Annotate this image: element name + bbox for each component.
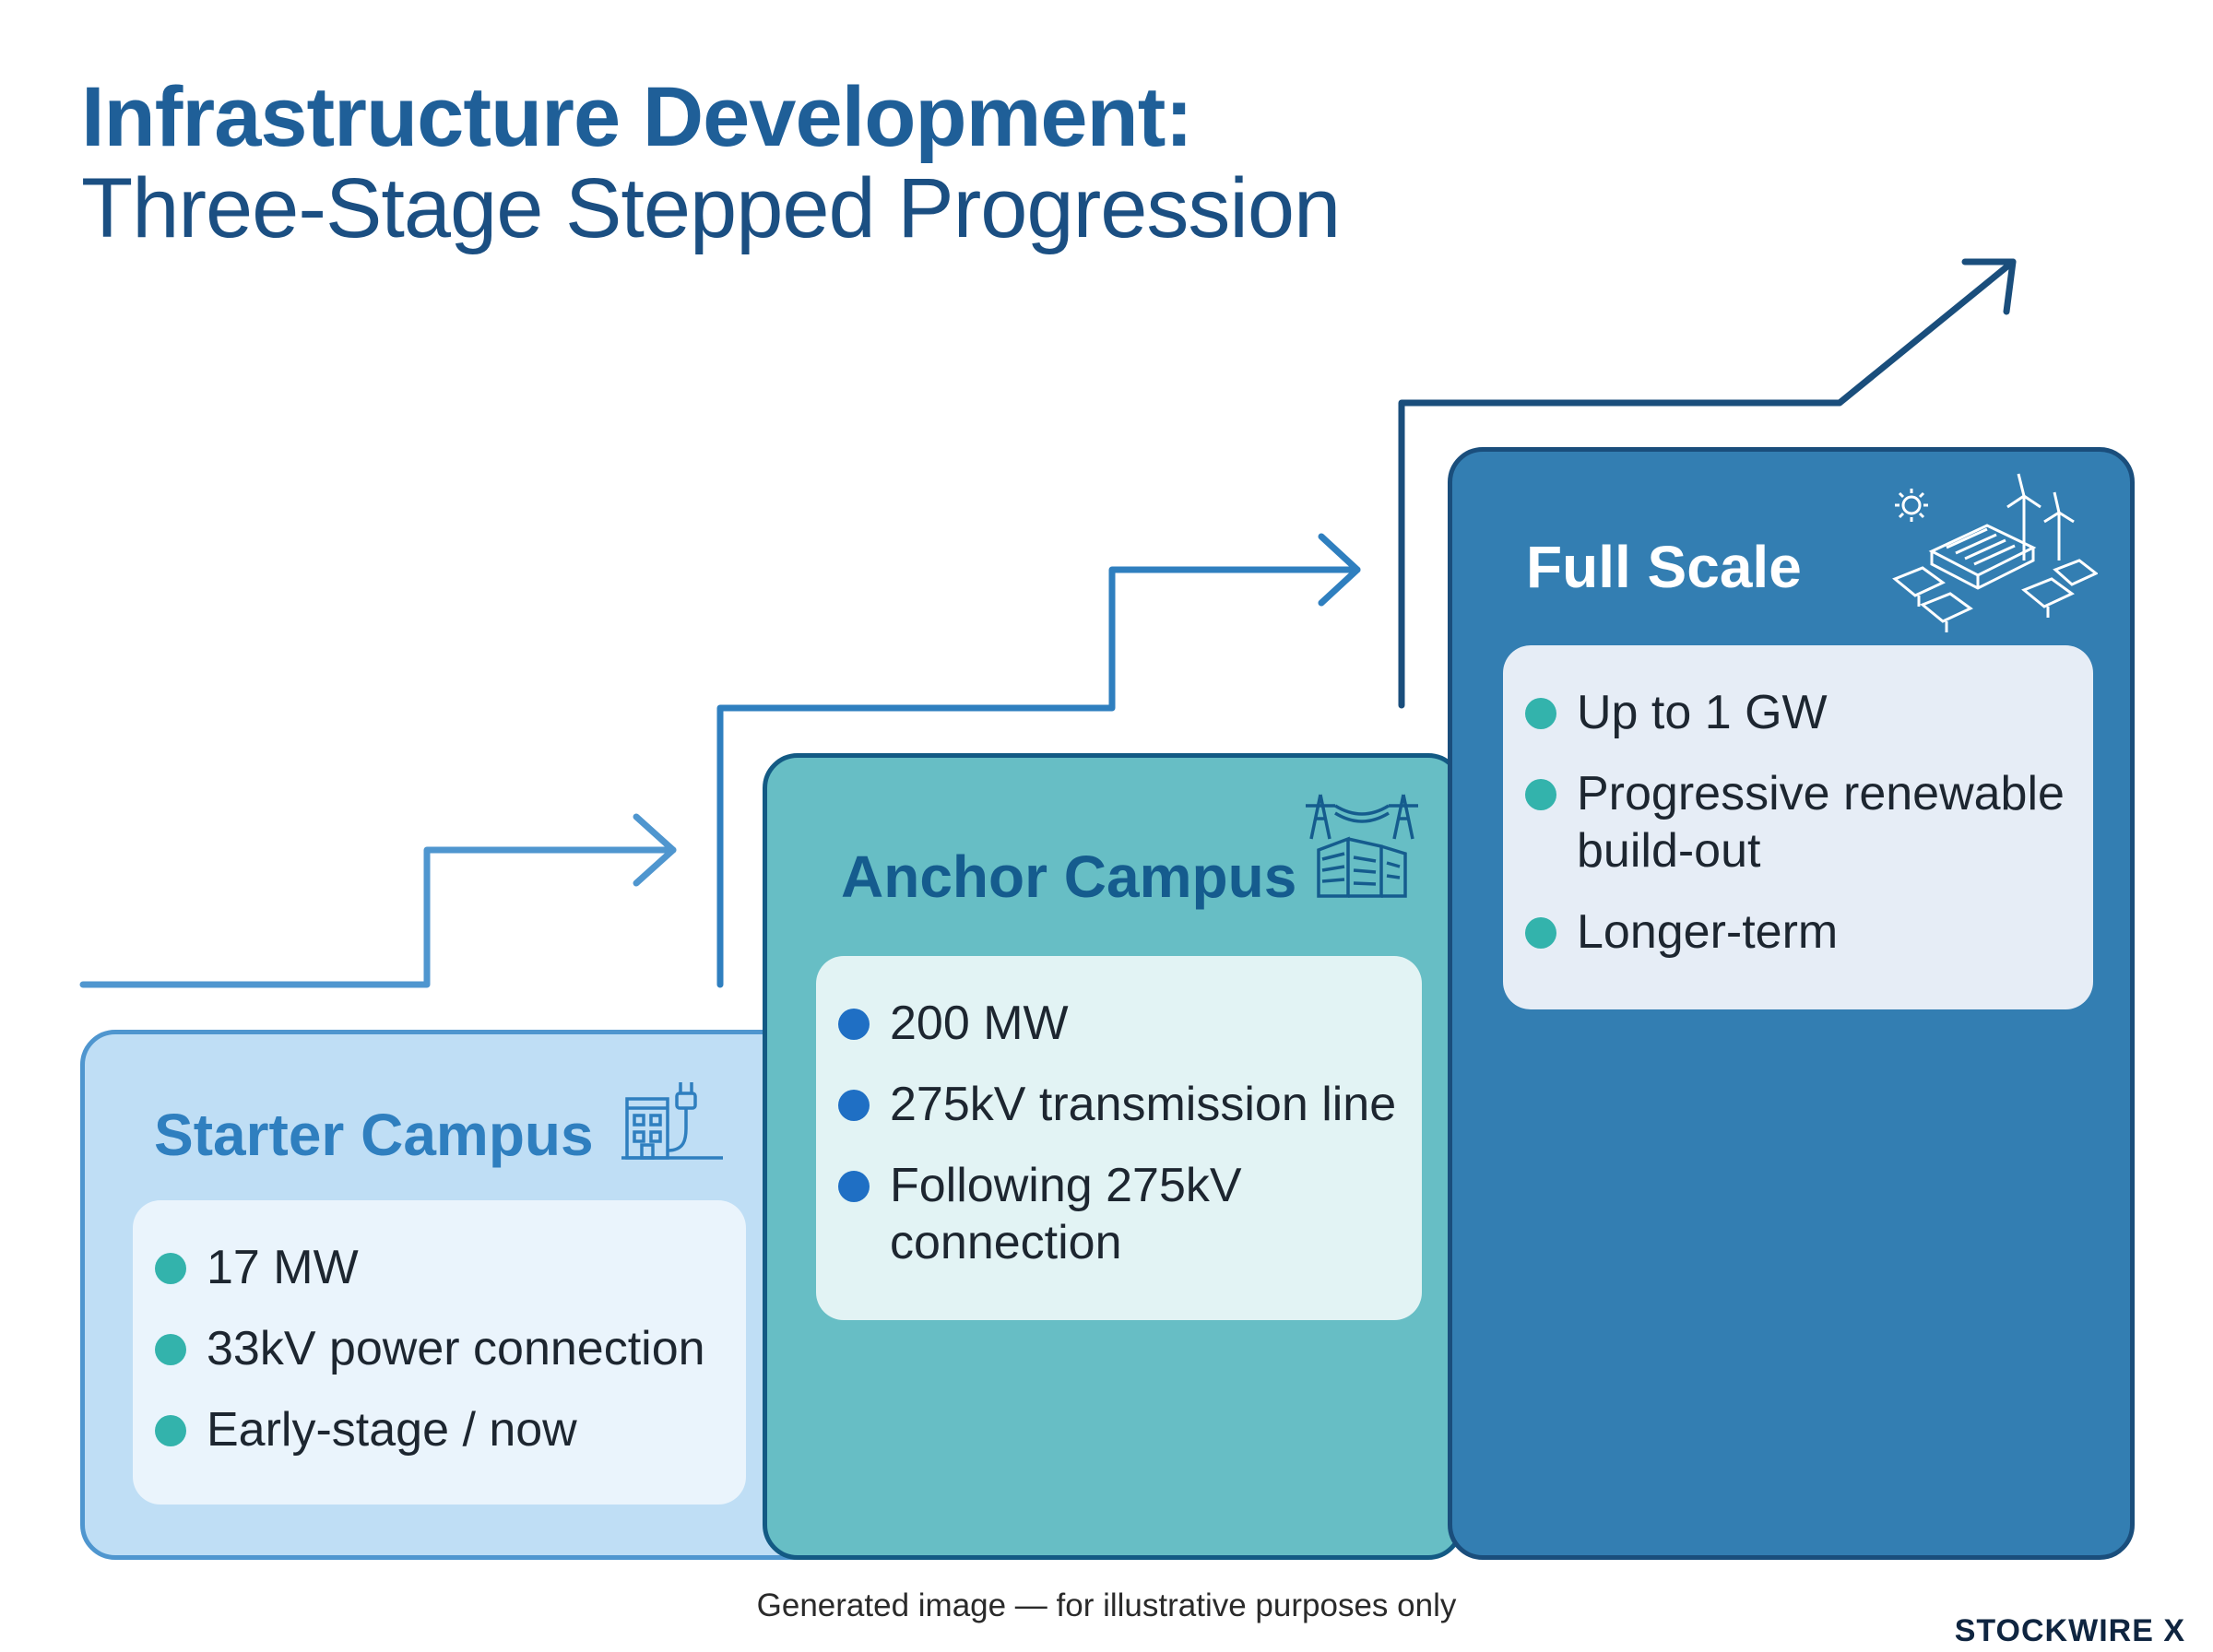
page-title: Infrastructure Development: bbox=[81, 70, 1193, 164]
step-arrow-1 bbox=[79, 846, 677, 988]
list-item: 275kV transmission line bbox=[834, 1076, 1403, 1133]
building-plug-icon bbox=[621, 1082, 723, 1160]
stage-details-card: 17 MW 33kV power connection Early-stage … bbox=[133, 1200, 746, 1504]
list-item: Following 275kV connection bbox=[834, 1157, 1403, 1271]
page-subtitle: Three-Stage Stepped Progression bbox=[81, 161, 1341, 256]
step-arrow-2-head bbox=[1318, 533, 1361, 607]
list-item: Up to 1 GW bbox=[1521, 684, 2075, 741]
list-item: 33kV power connection bbox=[151, 1320, 728, 1377]
stage-details-card: Up to 1 GW Progressive renewable build-o… bbox=[1503, 645, 2093, 1009]
list-item: 17 MW bbox=[151, 1239, 728, 1296]
transmission-tower-buildings-icon bbox=[1306, 794, 1418, 898]
stage-full-scale: Full Scale Up to 1 GW Progressive renewa… bbox=[1448, 447, 2135, 1560]
list-item: 200 MW bbox=[834, 995, 1403, 1052]
stage-anchor-campus: Anchor Campus 200 MW 275kV transmission … bbox=[763, 753, 1463, 1560]
title-block: Infrastructure Development: Three-Stage … bbox=[81, 70, 1341, 256]
list-item: Progressive renewable build-out bbox=[1521, 765, 2075, 879]
solar-wind-datacenter-icon bbox=[1892, 473, 2098, 632]
step-arrow-3-head bbox=[1961, 258, 2017, 315]
stage-details-card: 200 MW 275kV transmission line Following… bbox=[816, 956, 1422, 1320]
list-item: Early-stage / now bbox=[151, 1401, 728, 1458]
brand-logo: STOCKWIRE X bbox=[1954, 1613, 2185, 1648]
stage-starter-campus: Starter Campus 17 MW 33kV power connecti… bbox=[80, 1030, 864, 1560]
list-item: Longer-term bbox=[1521, 903, 2075, 961]
step-arrow-1-head bbox=[633, 813, 677, 887]
disclaimer-note: Generated image — for illustrative purpo… bbox=[756, 1587, 1457, 1623]
stage-title: Starter Campus bbox=[154, 1102, 594, 1168]
stage-title: Full Scale bbox=[1526, 534, 1802, 600]
stage-title: Anchor Campus bbox=[841, 844, 1297, 910]
